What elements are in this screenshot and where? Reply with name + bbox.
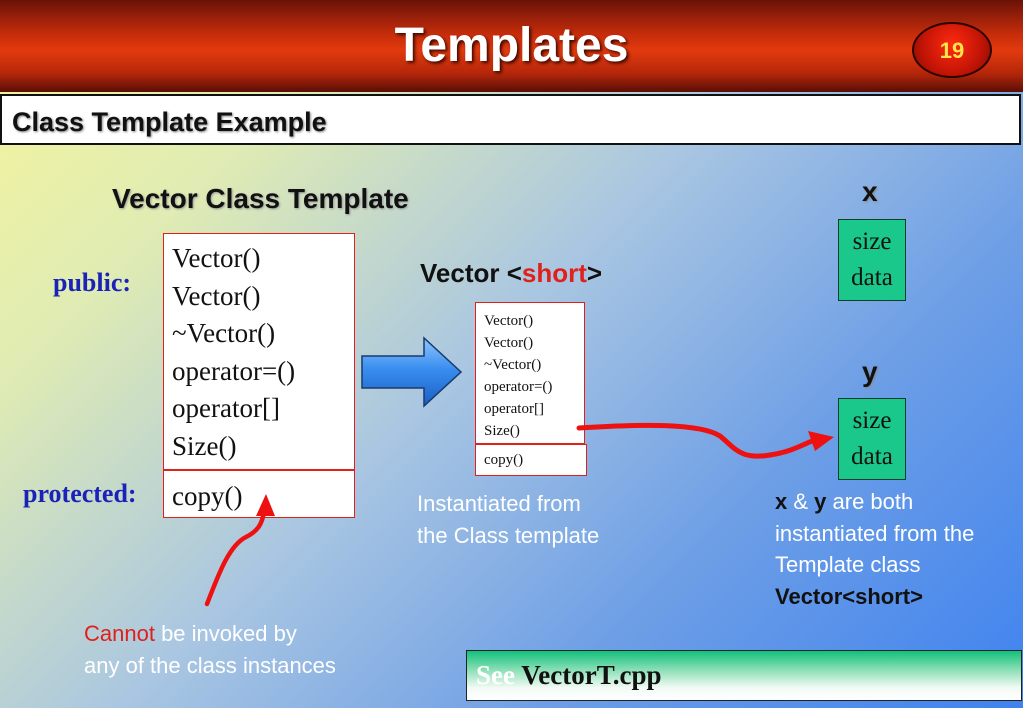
member-item: operator[] [172,393,280,423]
slide-number-badge: 19 [912,22,992,78]
member-item: Vector() [172,280,261,311]
block-arrow-icon [361,336,463,408]
instantiated-protected-member: copy() [484,452,524,468]
see-file-text: See VectorT.cpp [476,660,661,691]
member-item: Vector() [484,313,534,329]
curved-arrowhead-icon [808,431,834,451]
objects-note-amp: & [787,489,815,514]
subtitle-bar: Class Template Example [0,94,1021,145]
instantiation-note-line: the Class template [417,523,600,548]
title-bar: Templates 19 [0,0,1023,92]
cannot-note-rest: be invoked by [154,621,297,646]
class-template-protected-member: copy() [172,481,243,511]
protected-label: protected: [23,479,137,508]
member-item: ~Vector() [484,357,542,373]
cannot-note-highlight: Cannot [84,621,155,646]
slide-title: Templates [394,19,629,72]
instantiation-heading-type: short [521,258,587,288]
object-field: data [851,264,893,291]
object-field: size [852,228,892,255]
class-template-public-members: Vector() Vector() ~Vector() operator=() … [172,240,295,465]
object-x-box: size data [838,219,906,301]
see-prefix: See [476,660,515,690]
instantiation-heading: Vector <short> [420,258,602,289]
objects-note-x: x [775,489,788,514]
cannot-note: Cannot be invoked by any of the class in… [84,618,336,682]
objects-note-class: Vector<short> [775,583,923,609]
member-item: Size() [484,423,520,439]
member-item: Size() [172,430,237,461]
member-item: operator=() [484,379,553,395]
instantiation-note-line: Instantiated from [417,491,581,516]
object-y-box: size data [838,398,906,480]
slide-number: 19 [939,38,965,63]
objects-note-line: x & y are both [775,486,974,518]
instantiated-protected-box [475,444,587,476]
slide-subtitle: Class Template Example [12,107,327,137]
member-item: operator=() [172,355,296,386]
objects-note-line: instantiated from the [775,520,975,546]
member-item: Vector() [172,243,261,273]
copy-arrowhead-icon [256,494,275,516]
object-y-label: y [862,356,878,387]
objects-note-line: Template class [775,552,921,577]
instantiated-public-members: Vector() Vector() ~Vector() operator=() … [484,310,552,442]
see-file-name: VectorT.cpp [521,660,662,690]
instantiation-heading-suffix: > [586,258,603,288]
public-label: public: [53,268,132,297]
curved-arrow-to-y-icon [576,422,815,459]
objects-note-line: Vector<short> [775,581,974,613]
object-x-label: x [862,176,878,207]
instantiated-class-box [475,302,585,444]
class-template-heading: Vector Class Template [112,183,409,214]
instantiation-note: Instantiated from the Class template [417,488,599,552]
objects-note-y: y [814,489,827,514]
object-field: data [851,443,893,470]
cannot-note-line: Cannot be invoked by [84,618,336,650]
member-item: ~Vector() [172,318,276,348]
see-file-box [466,650,1022,701]
objects-note: x & y are both instantiated from the Tem… [775,486,974,612]
cannot-note-line: any of the class instances [84,653,336,678]
object-field: size [852,407,892,434]
member-item: Vector() [484,335,534,351]
class-template-divider [163,469,355,471]
instantiation-heading-prefix: Vector < [420,258,522,288]
curved-arrow-to-copy-icon [204,509,267,607]
member-item: operator[] [484,401,544,417]
objects-note-rest: are both [826,489,914,514]
